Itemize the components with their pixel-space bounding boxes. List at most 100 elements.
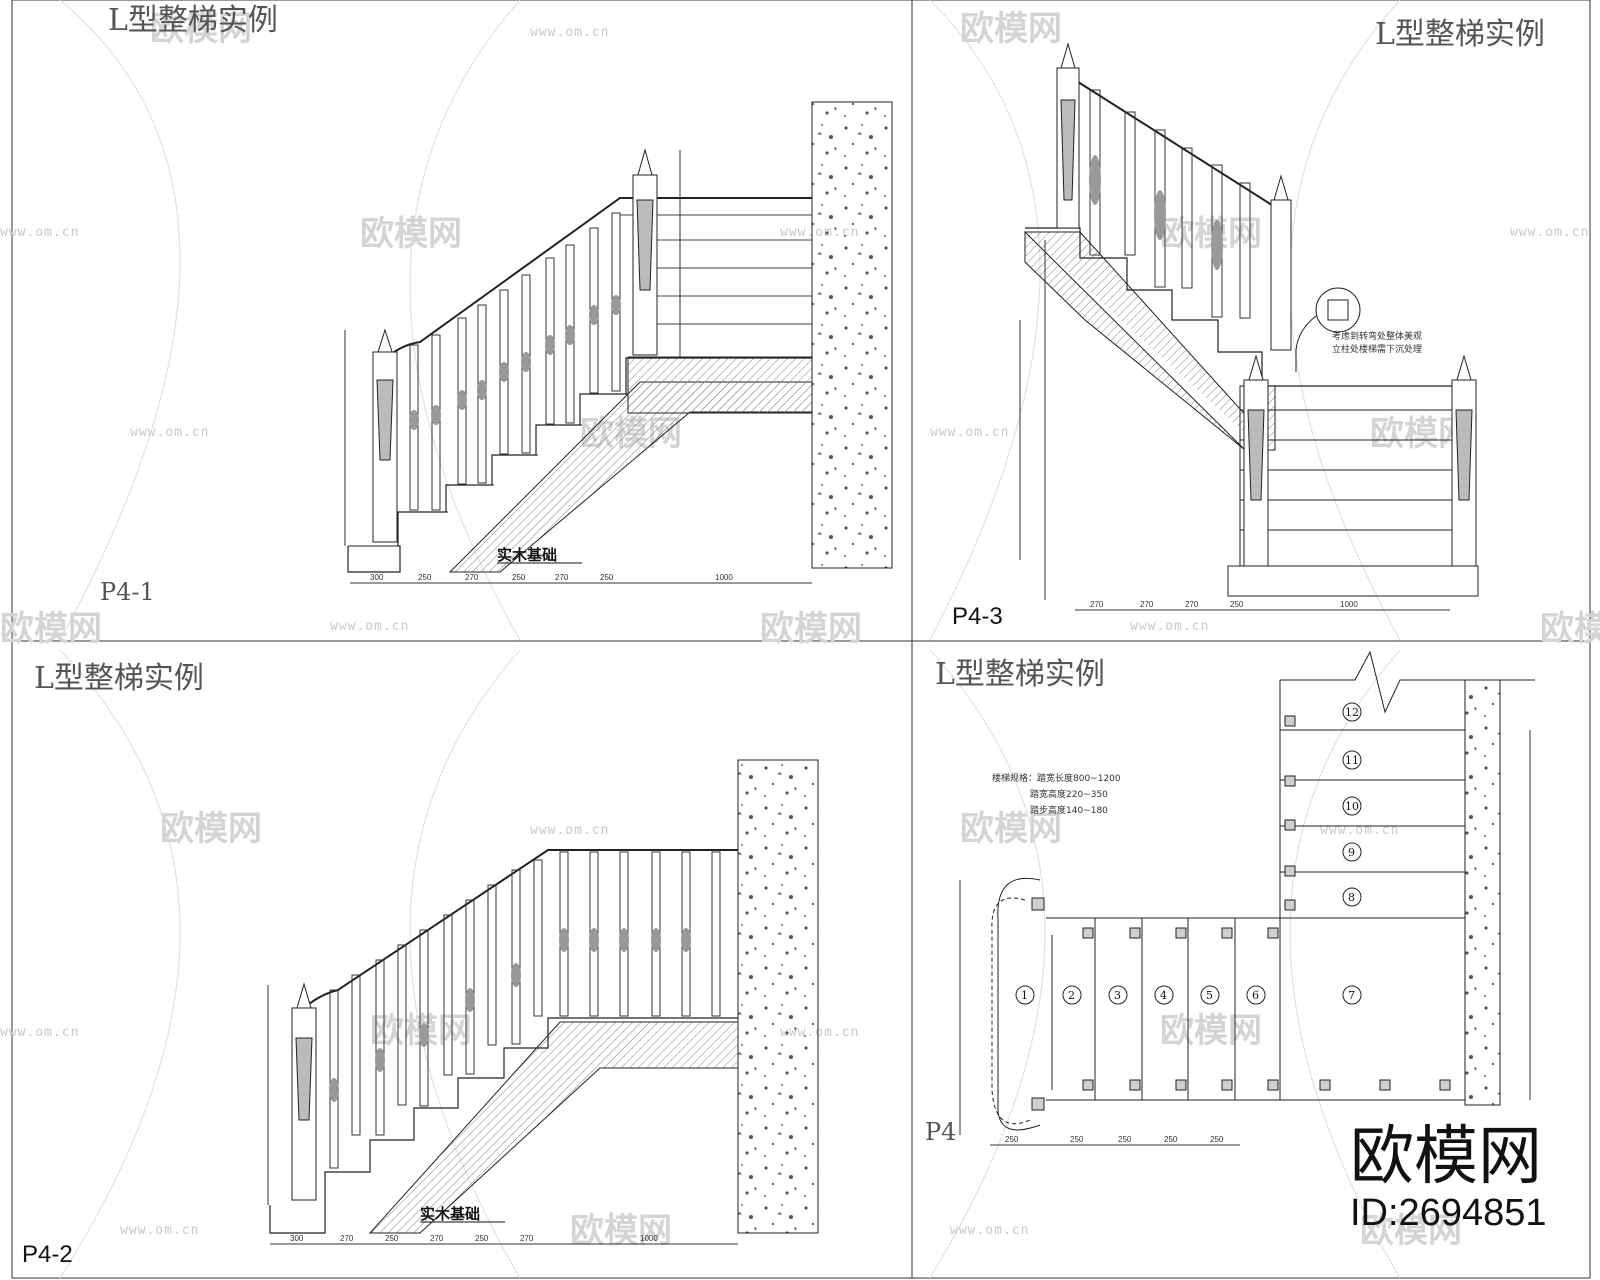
brand-logo: 欧模网 <box>1350 1120 1542 1194</box>
panel-title: L型整梯实例 <box>108 3 278 38</box>
step-labels-right: 8 9 10 11 12 <box>1345 706 1359 904</box>
newel-post <box>372 328 398 543</box>
panel-tag: P4 <box>925 1118 956 1146</box>
panel-tag: P4-3 <box>952 603 1003 630</box>
watermark-cn: 欧模网 <box>1540 609 1600 649</box>
svg-text:5: 5 <box>1206 989 1213 1002</box>
handrail <box>1074 79 1284 213</box>
watermark-url: www.om.cn <box>0 1025 79 1040</box>
newel-post <box>291 982 317 1201</box>
svg-text:1000: 1000 <box>640 1234 658 1243</box>
svg-text:250: 250 <box>1070 1135 1084 1144</box>
detail-callout: 考虑到转弯处整体美观 立柱处楼梯需下沉处理 <box>1295 287 1422 372</box>
newel-post <box>1270 174 1292 351</box>
lower-flight <box>991 877 1465 1131</box>
newel-post <box>1451 354 1477 567</box>
watermark-cn: 欧模网 <box>1160 1011 1262 1051</box>
watermark-url: www.om.cn <box>1510 225 1589 240</box>
svg-text:6: 6 <box>1252 989 1259 1002</box>
svg-text:250: 250 <box>1164 1135 1178 1144</box>
step-markers-bottom <box>1015 985 1362 1005</box>
watermark-url: www.om.cn <box>530 25 609 40</box>
stair-steps <box>269 1017 738 1234</box>
svg-text:250: 250 <box>1210 1135 1224 1144</box>
landing-rails <box>620 214 812 325</box>
svg-text:4: 4 <box>1160 989 1167 1002</box>
baluster-carvings <box>329 928 691 1102</box>
svg-text:10: 10 <box>1345 800 1359 813</box>
step-labels-bottom: 1 2 3 4 5 6 7 <box>1021 989 1355 1002</box>
svg-text:踏宽高度220~350: 踏宽高度220~350 <box>1030 788 1108 800</box>
newel-post <box>1243 354 1269 567</box>
panel-p4-2: L型整梯实例 P4-2 <box>22 661 819 1268</box>
callout-label: 实木基础 <box>420 1205 480 1223</box>
concrete-wall <box>811 101 893 569</box>
break-line <box>1280 650 1535 714</box>
panel-title: L型整梯实例 <box>34 661 204 696</box>
watermark-cn: 欧模网 <box>1160 214 1262 254</box>
upper-flight <box>1279 680 1465 920</box>
panel-title: L型整梯实例 <box>1375 17 1545 52</box>
watermark-cn: 欧模网 <box>760 609 862 649</box>
svg-text:300: 300 <box>370 573 384 582</box>
concrete-wall <box>1464 679 1501 1106</box>
watermark-cn: 欧模网 <box>960 809 1062 849</box>
dimension-lines <box>267 985 738 1245</box>
dimension-lines <box>959 730 1531 1146</box>
panel-p4-plan: L型整梯实例 P4 楼梯规格：踏宽长度800~1200 踏宽高度220~350 … <box>925 650 1547 1234</box>
panel-p4-1: L型整梯实例 P4-1 <box>100 3 893 606</box>
svg-text:1: 1 <box>1021 989 1028 1002</box>
watermark-url: www.om.cn <box>950 1223 1029 1238</box>
dimension-labels: 270 270 270 250 1000 <box>1090 600 1358 609</box>
svg-text:250: 250 <box>1118 1135 1132 1144</box>
watermark-cn: 欧模网 <box>960 9 1062 49</box>
panel-tag: P4-1 <box>100 578 155 606</box>
panel-frames <box>11 0 1591 1279</box>
spec-note: 楼梯规格：踏宽长度800~1200 踏宽高度220~350 踏步高度140~18… <box>992 772 1121 816</box>
dimension-lines <box>344 150 812 584</box>
svg-text:立柱处楼梯需下沉处理: 立柱处楼梯需下沉处理 <box>1332 343 1422 355</box>
watermark-cn: 欧模网 <box>1360 1211 1462 1251</box>
svg-text:270: 270 <box>430 1234 444 1243</box>
svg-text:考虑到转弯处整体美观: 考虑到转弯处整体美观 <box>1332 330 1422 342</box>
svg-text:250: 250 <box>418 573 432 582</box>
svg-text:270: 270 <box>555 573 569 582</box>
baluster-carvings <box>409 295 621 430</box>
dimension-lines <box>1019 240 1450 611</box>
svg-text:踏步高度140~180: 踏步高度140~180 <box>1030 804 1108 816</box>
svg-text:楼梯规格：踏宽长度800~1200: 楼梯规格：踏宽长度800~1200 <box>992 772 1121 784</box>
baluster-carvings <box>1089 155 1223 270</box>
svg-text:12: 12 <box>1345 706 1359 719</box>
svg-text:250: 250 <box>1005 1135 1019 1144</box>
watermark-url: www.om.cn <box>130 425 209 440</box>
newel-post <box>632 148 658 356</box>
svg-text:7: 7 <box>1348 989 1355 1002</box>
svg-text:2: 2 <box>1068 989 1075 1002</box>
watermark-url: www.om.cn <box>330 619 409 634</box>
step-markers-right <box>1342 702 1362 907</box>
panel-p4-3: L型整梯实例 P4-3 <box>952 17 1545 630</box>
svg-text:250: 250 <box>385 1234 399 1243</box>
svg-text:270: 270 <box>1185 600 1199 609</box>
tread-nosings <box>348 393 628 547</box>
dimension-labels: 300 250 270 250 270 250 1000 <box>370 573 733 582</box>
brand-id: ID:2694851 <box>1350 1192 1547 1234</box>
svg-text:250: 250 <box>512 573 526 582</box>
stair-stringer <box>1023 231 1276 451</box>
panel-title: L型整梯实例 <box>935 657 1105 692</box>
svg-text:1000: 1000 <box>1340 600 1358 609</box>
svg-text:250: 250 <box>600 573 614 582</box>
watermark-url: www.om.cn <box>120 1223 199 1238</box>
svg-text:3: 3 <box>1114 989 1121 1002</box>
stair-steps <box>1025 227 1460 387</box>
svg-text:250: 250 <box>475 1234 489 1243</box>
svg-text:270: 270 <box>520 1234 534 1243</box>
watermark-url: www.om.cn <box>530 823 609 838</box>
watermark-cn: 欧模网 <box>360 214 462 254</box>
watermark-url: www.om.cn <box>930 425 1009 440</box>
dimension-labels: 250 250 250 250 250 <box>1005 1135 1224 1144</box>
svg-text:11: 11 <box>1345 754 1359 767</box>
watermark-url: www.om.cn <box>1130 619 1209 634</box>
svg-text:8: 8 <box>1348 891 1355 904</box>
